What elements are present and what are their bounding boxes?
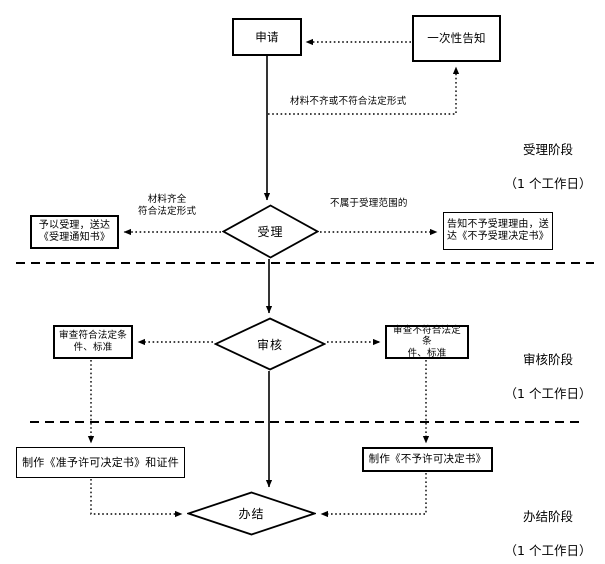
stage-review-name: 审核阶段: [522, 351, 573, 367]
node-accept-approved[interactable]: 予以受理，送达 《受理通知书》: [30, 215, 119, 249]
node-review[interactable]: 审核: [214, 317, 326, 371]
edge-label-complete-materials: 材料齐全 符合法定形式: [138, 194, 197, 217]
diamond-shape-completion: [187, 491, 316, 536]
stage-label-review: 审核阶段 （1 个工作日）: [498, 335, 598, 419]
node-issue-permit-label: 制作《准予许可决定书》和证件: [22, 455, 179, 469]
stage-review-duration: （1 个工作日）: [504, 385, 592, 401]
node-refuse-permit-label: 制作《不予许可决定书》: [368, 453, 487, 466]
edge-permit-to-done: [90, 479, 183, 518]
node-issue-permit[interactable]: 制作《准予许可决定书》和证件: [16, 447, 185, 478]
stage-acceptance-duration: （1 个工作日）: [504, 175, 592, 191]
node-review-label: 审核: [256, 337, 283, 352]
node-refuse-permit[interactable]: 制作《不予许可决定书》: [362, 447, 493, 472]
node-apply[interactable]: 申请: [232, 18, 302, 56]
node-review-noncompliant-label: 审查不符合法定条 件、标准: [393, 324, 461, 359]
node-accept[interactable]: 受理: [222, 204, 319, 259]
diamond-shape-accept: [222, 204, 319, 259]
stage-completion-duration: （1 个工作日）: [504, 542, 592, 558]
node-review-noncompliant[interactable]: 审查不符合法定条 件、标准: [385, 325, 469, 359]
stage-label-acceptance: 受理阶段 （1 个工作日）: [498, 125, 598, 209]
edge-label-incomplete-materials: 材料不齐或不符合法定形式: [290, 96, 407, 107]
stage-acceptance-name: 受理阶段: [522, 141, 573, 157]
node-review-compliant[interactable]: 审查符合法定条 件、标准: [53, 325, 133, 359]
node-accept-rejected-label: 告知不予受理理由，送 达《不予受理决定书》: [447, 218, 549, 242]
diamond-shape-review: [214, 317, 326, 371]
node-apply-label: 申请: [255, 29, 279, 44]
node-completion-label: 办结: [238, 507, 265, 521]
stage-label-completion: 办结阶段 （1 个工作日）: [498, 492, 598, 564]
node-one-time-notice-label: 一次性告知: [427, 31, 486, 46]
node-one-time-notice[interactable]: 一次性告知: [412, 15, 501, 62]
stage-completion-name: 办结阶段: [522, 508, 573, 524]
node-accept-label: 受理: [257, 225, 284, 239]
node-review-compliant-label: 审查符合法定条 件、标准: [59, 330, 127, 353]
edge-refuse-to-done: [320, 473, 427, 518]
node-accept-rejected[interactable]: 告知不予受理理由，送 达《不予受理决定书》: [443, 212, 553, 250]
node-accept-approved-label: 予以受理，送达 《受理通知书》: [38, 219, 111, 243]
node-completion[interactable]: 办结: [187, 491, 316, 536]
edge-label-out-of-scope: 不属于受理范围的: [330, 198, 408, 209]
edge-incomplete-to-notify: [268, 66, 460, 115]
